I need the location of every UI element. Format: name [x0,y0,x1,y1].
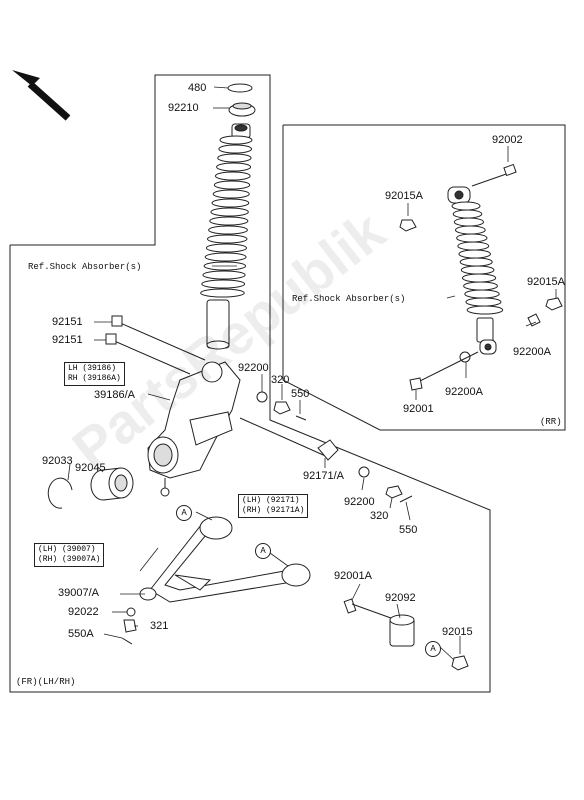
marker-a-2: A [255,543,271,559]
part-550a: 550A [68,628,94,640]
part-39007a: 39007/A [58,587,99,599]
39007-variant-rh: (RH) (39007A) [38,555,101,564]
part-92200a-a: 92200A [513,346,551,358]
part-92210: 92210 [168,102,199,114]
forward-arrow-icon [12,70,71,121]
front-shock-absorber [200,83,256,350]
ref-shock-absorber-rear: Ref.Shock Absorber(s) [292,294,406,304]
39007-variant-lh: (LH) (39007) [38,545,96,554]
92171-variant-lh: (LH) (92171) [242,496,300,505]
marker-a-3: A [425,641,441,657]
part-92151-a: 92151 [52,316,83,328]
steering-knuckle [147,361,241,497]
part-320-a: 320 [271,374,290,386]
ref-shock-absorber-front: Ref.Shock Absorber(s) [28,262,142,272]
part-480: 480 [188,82,207,94]
a-arm [139,516,311,603]
rear-shock-absorber [447,186,504,355]
92171-variant-rh: (RH) (92171A) [242,506,305,515]
part-92171a: 92171/A [303,470,344,482]
part-92200a-b: 92200A [445,386,483,398]
part-92200-a: 92200 [238,362,269,374]
part-92200-b: 92200 [344,496,375,508]
knuckle-variant-box: LH (39186) RH (39186A) [64,362,125,386]
rear-frame [282,124,566,431]
39007-variant-box: (LH) (39007) (RH) (39007A) [34,543,105,567]
part-550-a: 550 [291,388,310,400]
part-92092: 92092 [385,592,416,604]
part-92002: 92002 [492,134,523,146]
part-92001: 92001 [403,403,434,415]
part-550-b: 550 [399,524,418,536]
front-footer: (FR)(LH/RH) [16,677,76,687]
part-92022: 92022 [68,606,99,618]
wheel-bearing [90,467,134,501]
part-92015a-right: 92015A [527,276,565,288]
part-39186a: 39186/A [94,389,135,401]
knuckle-variant-lh: LH (39186) [68,364,117,373]
92171-variant-box: (LH) (92171) (RH) (92171A) [238,494,309,518]
part-92045: 92045 [75,462,106,474]
knuckle-variant-rh: RH (39186A) [68,374,121,383]
part-92015: 92015 [442,626,473,638]
part-320-b: 320 [370,510,389,522]
part-92015a-top: 92015A [385,190,423,202]
part-92033: 92033 [42,455,73,467]
part-92151-b: 92151 [52,334,83,346]
rear-footer: (RR) [540,417,562,427]
marker-a-1: A [176,505,192,521]
main-frame [9,74,491,693]
snap-ring [47,477,73,509]
part-321: 321 [150,620,169,632]
part-92001a: 92001A [334,570,372,582]
